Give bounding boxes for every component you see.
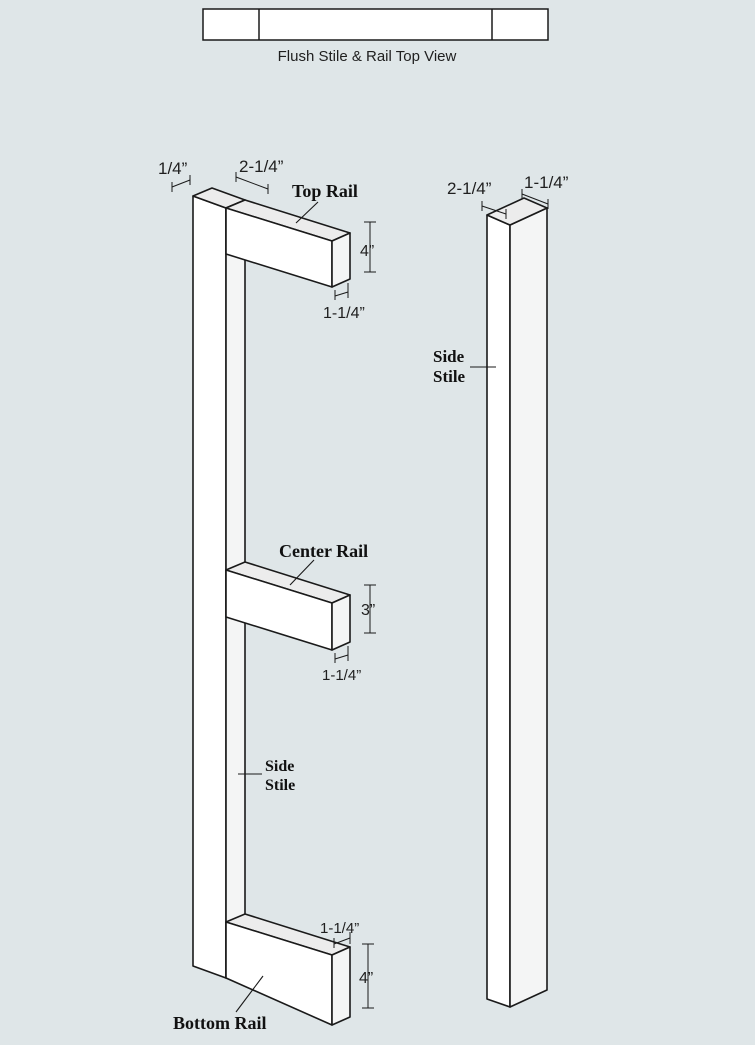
standalone-stile-side (509, 207, 548, 1008)
assembly-stile-label-line1: Side (265, 758, 294, 775)
bottom-rail-thickness-dim (333, 932, 351, 948)
top-view-outline (202, 8, 549, 41)
bottom-rail (225, 913, 351, 1026)
center-rail-end (331, 594, 351, 651)
standalone-stile-dims (481, 189, 549, 219)
top-view: Flush Stile & Rail Top View (202, 8, 549, 65)
assembly-stile-front (192, 195, 227, 979)
bottom-rail-end (331, 946, 351, 1026)
standalone-stile-front (486, 214, 511, 1008)
top-rail-label: Top Rail (292, 181, 358, 201)
top-rail-height-dim (364, 221, 376, 273)
frame-assembly: 1/4” 2-1/4” Top Rail 4” 1-1/4” Center Ra… (158, 157, 376, 1033)
center-rail-leader (289, 559, 315, 586)
top-rail-thickness: 1-1/4” (323, 305, 365, 322)
center-rail-thickness-dim (334, 646, 349, 663)
center-rail (225, 561, 351, 651)
top-rail-thickness-dim (334, 283, 349, 300)
bottom-rail-height-dim (362, 943, 374, 1009)
assembly-dim-stile-width: 2-1/4” (239, 157, 284, 176)
bottom-rail-label: Bottom Rail (173, 1013, 267, 1033)
top-rail-end (331, 232, 351, 288)
top-view-caption: Flush Stile & Rail Top View (278, 48, 457, 65)
bottom-rail-thickness: 1-1/4” (320, 920, 359, 937)
standalone-stile-label-line1: Side (433, 347, 465, 366)
center-rail-thickness: 1-1/4” (322, 667, 361, 684)
bottom-rail-leader (235, 975, 264, 1013)
standalone-stile-top (486, 197, 548, 226)
center-rail-height-dim (364, 584, 376, 634)
top-rail (225, 199, 351, 288)
standalone-stile: 2-1/4” 1-1/4” Side Stile (433, 173, 569, 1008)
standalone-dim-depth: 1-1/4” (524, 173, 569, 192)
assembly-dim-stile-depth: 1/4” (158, 159, 188, 178)
assembly-stile-label-line2: Stile (265, 777, 295, 794)
center-rail-height: 3” (361, 602, 375, 619)
standalone-dim-width: 2-1/4” (447, 179, 492, 198)
center-rail-label: Center Rail (279, 541, 368, 561)
top-rail-height: 4” (360, 243, 374, 260)
standalone-stile-label-line2: Stile (433, 367, 466, 386)
top-rail-leader (295, 201, 319, 224)
bottom-rail-height: 4” (359, 970, 373, 987)
assembly-top-dimensions (171, 172, 269, 194)
